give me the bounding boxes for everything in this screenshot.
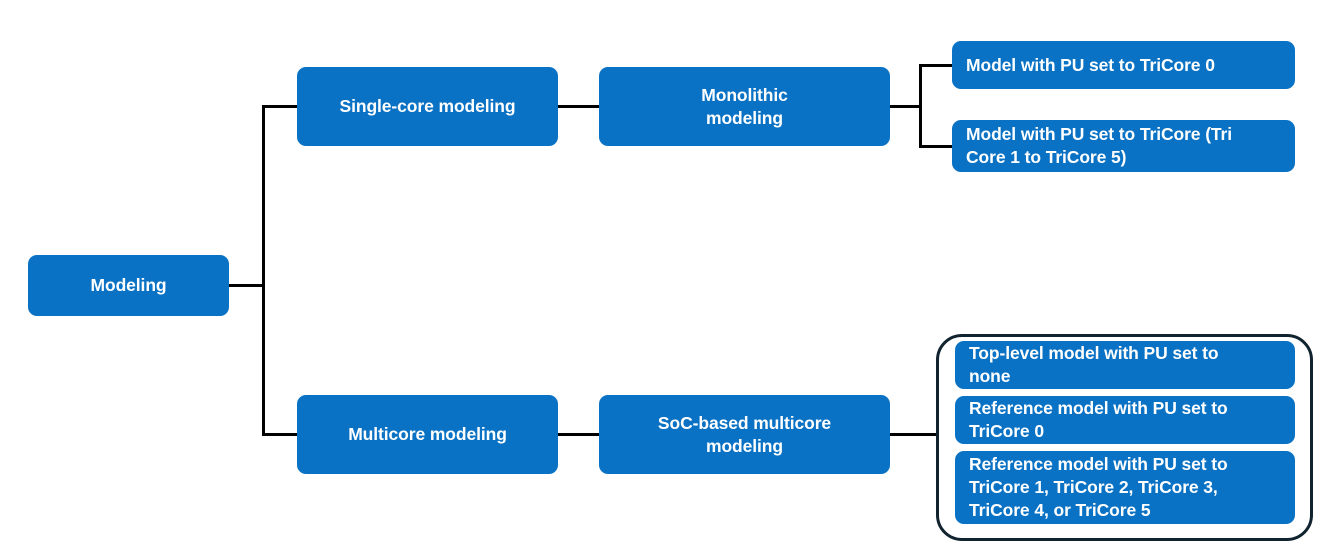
node-single-core-modeling[interactable]: Single-core modeling xyxy=(297,67,558,146)
node-soc-based-multicore-modeling[interactable]: SoC-based multicore modeling xyxy=(599,395,890,474)
connector-single-core-to-monolithic xyxy=(558,105,600,108)
connector-multicore-to-soc xyxy=(558,433,600,436)
node-reference-model-pu-tricore-1-to-5-label: Reference model with PU set to TriCore 1… xyxy=(969,454,1228,520)
node-reference-model-pu-tricore-0-label: Reference model with PU set to TriCore 0 xyxy=(969,398,1228,441)
node-multicore-modeling-label: Multicore modeling xyxy=(348,424,507,445)
node-model-pu-tricore-1-to-5-label: Model with PU set to TriCore (Tri Core 1… xyxy=(966,124,1233,167)
connector-monolithic-branch-vertical xyxy=(919,64,922,148)
node-multicore-modeling[interactable]: Multicore modeling xyxy=(297,395,558,474)
connector-trunk-to-multicore xyxy=(262,433,298,436)
node-single-core-modeling-label: Single-core modeling xyxy=(339,96,516,117)
node-top-level-model-pu-none-label: Top-level model with PU set to none xyxy=(969,343,1219,386)
connector-branch-to-mono-leaf-1 xyxy=(919,64,953,67)
group-soc-reference-models xyxy=(936,334,1313,541)
node-top-level-model-pu-none[interactable]: Top-level model with PU set to none xyxy=(955,341,1295,389)
connector-trunk-vertical xyxy=(262,105,265,436)
node-soc-based-multicore-modeling-label: SoC-based multicore modeling xyxy=(657,412,832,456)
node-monolithic-modeling[interactable]: Monolithic modeling xyxy=(599,67,890,146)
node-reference-model-pu-tricore-1-to-5[interactable]: Reference model with PU set to TriCore 1… xyxy=(955,451,1295,524)
node-model-pu-tricore-0[interactable]: Model with PU set to TriCore 0 xyxy=(952,41,1295,89)
connector-branch-to-mono-leaf-2 xyxy=(919,145,953,148)
node-reference-model-pu-tricore-0[interactable]: Reference model with PU set to TriCore 0 xyxy=(955,396,1295,444)
node-monolithic-modeling-label: Monolithic modeling xyxy=(701,84,788,128)
connector-trunk-to-single-core xyxy=(262,105,298,108)
connector-root-to-trunk xyxy=(229,284,265,287)
node-modeling-label: Modeling xyxy=(90,275,167,296)
node-modeling[interactable]: Modeling xyxy=(28,255,229,316)
connector-monolithic-to-branch xyxy=(889,105,922,108)
connector-soc-to-group xyxy=(889,433,937,436)
node-model-pu-tricore-1-to-5[interactable]: Model with PU set to TriCore (Tri Core 1… xyxy=(952,120,1295,172)
node-model-pu-tricore-0-label: Model with PU set to TriCore 0 xyxy=(966,54,1215,75)
